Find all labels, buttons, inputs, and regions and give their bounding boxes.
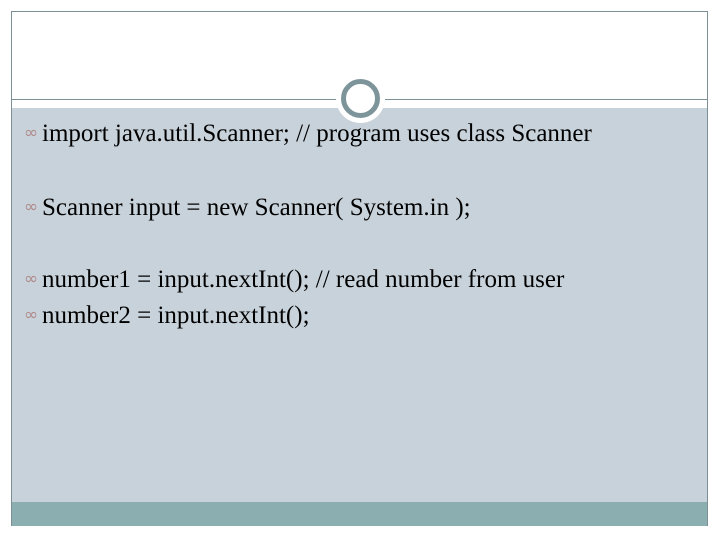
slide-body-background	[12, 108, 707, 502]
list-item-text: Scanner input = new Scanner( System.in )…	[42, 194, 471, 221]
circle-ring-icon	[341, 79, 380, 118]
list-item-text: import java.util.Scanner; // program use…	[42, 120, 592, 147]
list-item-text: number2 = input.nextInt();	[42, 302, 310, 329]
list-item: ∞ number2 = input.nextInt();	[24, 300, 696, 332]
bullet-glyph-icon: ∞	[24, 269, 39, 289]
slide-content-placeholder: ∞ import java.util.Scanner; // program u…	[24, 118, 696, 498]
list-item: ∞ import java.util.Scanner; // program u…	[24, 118, 696, 150]
spacer	[24, 150, 696, 192]
list-item: ∞ Scanner input = new Scanner( System.in…	[24, 192, 696, 224]
bullet-glyph-icon: ∞	[24, 197, 39, 217]
list-item: ∞ number1 = input.nextInt(); // read num…	[24, 264, 696, 296]
list-item-text: number1 = input.nextInt(); // read numbe…	[42, 266, 565, 293]
spacer	[24, 224, 696, 264]
bullet-glyph-icon: ∞	[24, 305, 39, 325]
slide-footer-accent-bar	[12, 502, 707, 526]
bullet-glyph-icon: ∞	[24, 123, 39, 143]
